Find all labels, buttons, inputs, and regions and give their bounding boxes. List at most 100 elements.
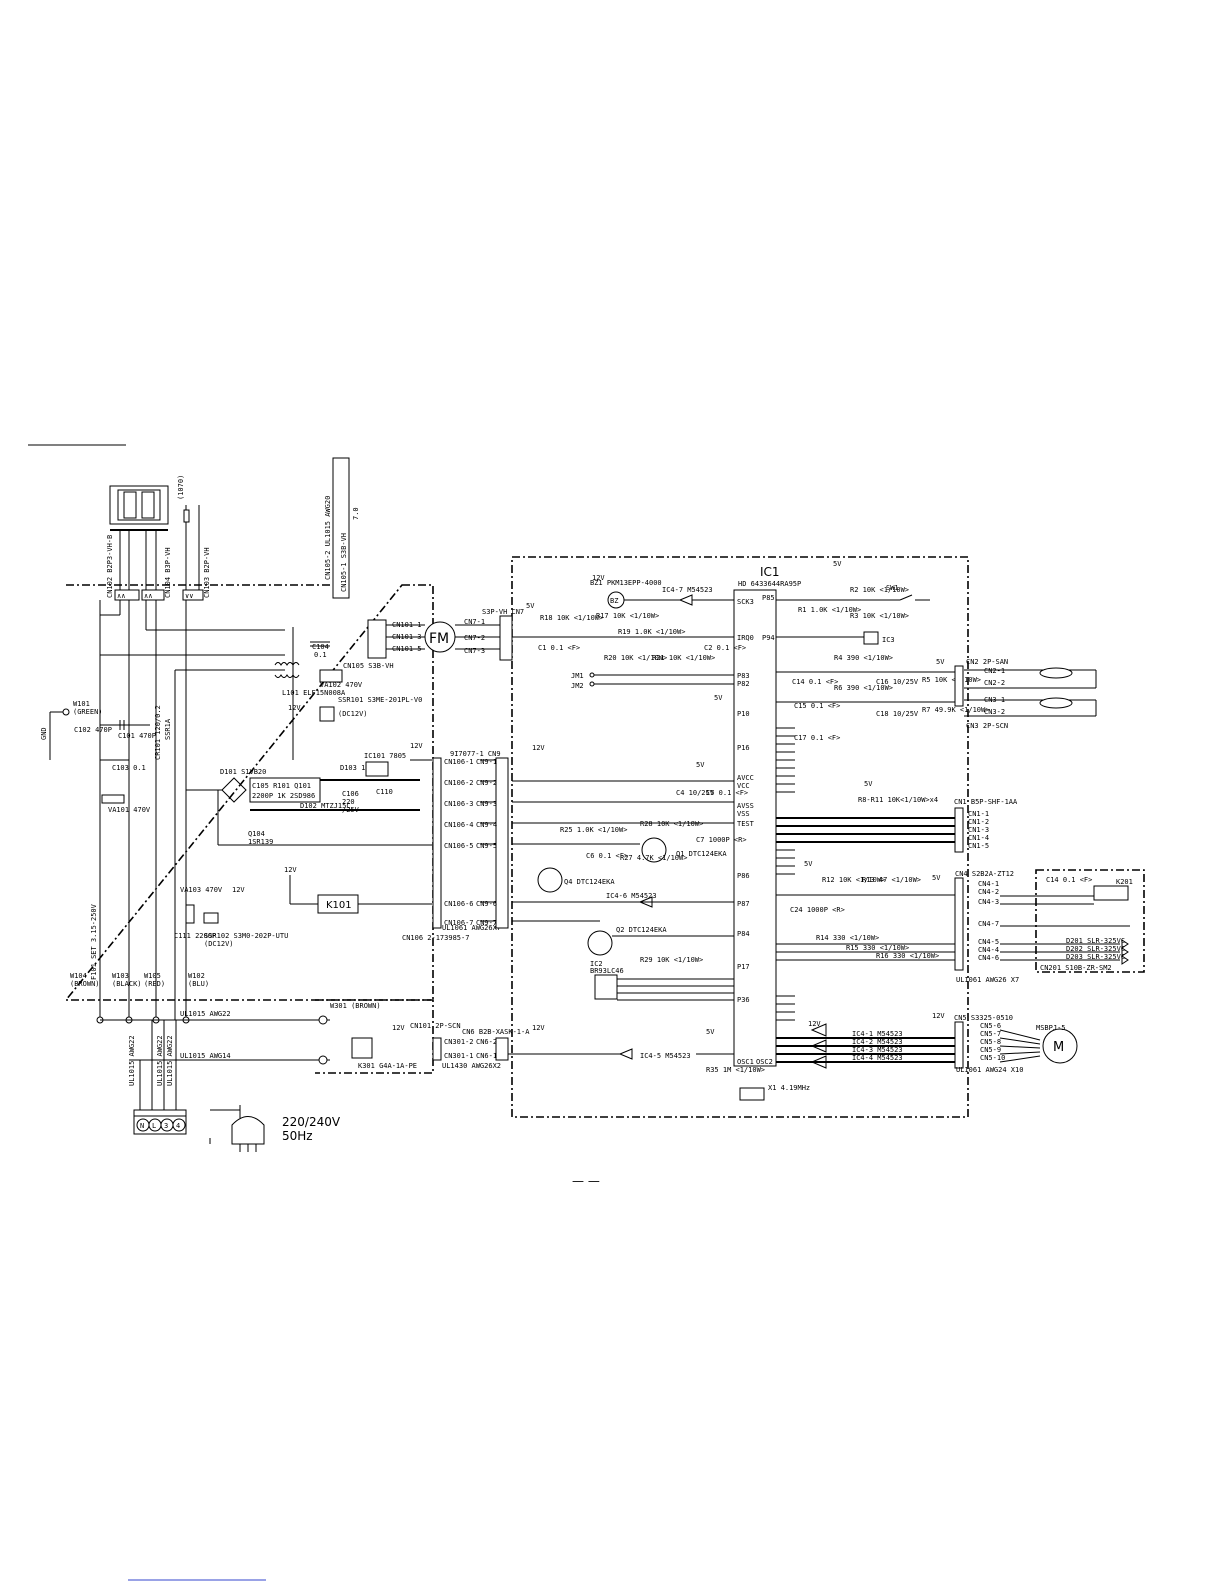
svg-text:9I7077-1 CN9: 9I7077-1 CN9 (450, 750, 501, 758)
svg-text:(DC12V): (DC12V) (338, 710, 368, 718)
svg-text:P86: P86 (737, 872, 750, 880)
svg-text:IC4-6 M54523: IC4-6 M54523 (606, 892, 657, 900)
svg-text:IC4-5 M54523: IC4-5 M54523 (640, 1052, 691, 1060)
svg-text:5V: 5V (714, 694, 723, 702)
svg-text:R4 390 <1/10W>: R4 390 <1/10W> (834, 654, 893, 662)
svg-text:L: L (152, 1122, 156, 1130)
svg-text:R7 49.9K <1/10W>: R7 49.9K <1/10W> (922, 706, 989, 714)
svg-text:CN4-6: CN4-6 (978, 954, 999, 962)
page-number: — — (572, 1174, 600, 1188)
svg-text:CN5-8: CN5-8 (980, 1038, 1001, 1046)
svg-text:P94: P94 (762, 634, 775, 642)
svg-text:4: 4 (176, 1122, 180, 1130)
svg-text:IC3: IC3 (882, 636, 895, 644)
svg-text:F101 SET 3.15-250V: F101 SET 3.15-250V (90, 903, 98, 980)
svg-text:CN105-2 UL1015 AWG20: CN105-2 UL1015 AWG20 (324, 496, 332, 580)
svg-text:IC4-4 M54523: IC4-4 M54523 (852, 1054, 903, 1062)
svg-text:C110: C110 (376, 788, 393, 796)
svg-text:12V: 12V (932, 1012, 945, 1020)
svg-text:12V: 12V (532, 744, 545, 752)
svg-text:IC4-2 M54523: IC4-2 M54523 (852, 1038, 903, 1046)
svg-text:M: M (1053, 1040, 1064, 1055)
svg-text:(BLU): (BLU) (188, 980, 209, 988)
svg-text:L101 ELF15N008A: L101 ELF15N008A (282, 689, 346, 697)
svg-text:R2 10K <1/10W>: R2 10K <1/10W> (850, 586, 909, 594)
svg-text:FM: FM (429, 631, 449, 647)
svg-text:3: 3 (164, 1122, 168, 1130)
ic1 (733, 589, 777, 1067)
svg-text:CN5-7: CN5-7 (980, 1030, 1001, 1038)
svg-text:CN1-5: CN1-5 (968, 842, 989, 850)
svg-text:R5 10K <1/10W>: R5 10K <1/10W> (922, 676, 981, 684)
svg-text:5V: 5V (706, 1028, 715, 1036)
svg-text:CN9-1: CN9-1 (476, 758, 497, 766)
svg-text:12V: 12V (532, 1024, 545, 1032)
svg-text:IC2: IC2 (590, 960, 603, 968)
svg-text:R35 1M <1/10W>: R35 1M <1/10W> (706, 1066, 765, 1074)
svg-text:OSC1: OSC1 (737, 1058, 754, 1066)
control-board: IC1 HD 6433644RA95P SCK3 P85 IRQ0 P94 P8… (482, 556, 1097, 1118)
svg-text:C2 0.1 <F>: C2 0.1 <F> (704, 644, 746, 652)
ic1-pin-labels: SCK3 P85 IRQ0 P94 P83 P82 P10 P16 AVCC V… (737, 594, 775, 1066)
svg-text:C6 0.1 <F>: C6 0.1 <F> (586, 852, 628, 860)
svg-text:CN201 S10B-ZR-SM2: CN201 S10B-ZR-SM2 (1040, 964, 1112, 972)
svg-text:CN7-1: CN7-1 (464, 618, 485, 626)
svg-text:R12 10K <1/10W>: R12 10K <1/10W> (822, 876, 885, 884)
svg-text:CN106-3: CN106-3 (444, 800, 474, 808)
eeprom-ic2 (594, 974, 618, 1000)
svg-text:UL1061 AWG26 X7: UL1061 AWG26 X7 (956, 976, 1019, 984)
svg-text:UL1061 AWG26X7: UL1061 AWG26X7 (442, 924, 501, 932)
svg-text:12V: 12V (232, 886, 245, 894)
svg-text:CN106-2: CN106-2 (444, 779, 474, 787)
terminal-block: UL1015 AWG22 UL1015 AWG22 UL1015 AWG22 N… (128, 1020, 341, 1152)
svg-text:5V: 5V (526, 602, 535, 610)
svg-text:P83: P83 (737, 672, 750, 680)
svg-text:7.0: 7.0 (352, 507, 360, 520)
svg-text:CN1-4: CN1-4 (968, 834, 989, 842)
svg-text:P82: P82 (737, 680, 750, 688)
svg-text:CN4-5: CN4-5 (978, 938, 999, 946)
svg-text:VSS: VSS (737, 810, 750, 818)
svg-text:(DC12V): (DC12V) (204, 940, 234, 948)
k301-section: UL1015 AWG22 UL1015 AWG14 W301 (BROWN) K… (100, 1002, 545, 1070)
svg-text:Q104: Q104 (248, 830, 265, 838)
svg-text:CN105 S3B-VH: CN105 S3B-VH (343, 662, 394, 670)
svg-text:IC101 7805: IC101 7805 (364, 752, 406, 760)
svg-text:CN4-1: CN4-1 (978, 880, 999, 888)
svg-text:D203 SLR-325VC: D203 SLR-325VC (1066, 953, 1125, 961)
svg-text:S3P-VH CN7: S3P-VH CN7 (482, 608, 524, 616)
svg-text:VA102 470V: VA102 470V (320, 681, 363, 689)
svg-text:(RED): (RED) (144, 980, 165, 988)
svg-text:CR101 120/0.2: CR101 120/0.2 (154, 705, 162, 760)
svg-text:D201 SLR-325VC: D201 SLR-325VC (1066, 937, 1125, 945)
svg-text:5V: 5V (932, 874, 941, 882)
svg-text:5V: 5V (696, 761, 705, 769)
svg-text:5V: 5V (804, 860, 813, 868)
svg-text:IC1: IC1 (760, 565, 780, 579)
svg-text:5V: 5V (936, 658, 945, 666)
svg-text:C16 10/25V: C16 10/25V (876, 678, 919, 686)
cn102-label: CN102 B2P3-VH-B (106, 535, 114, 598)
display-pcb: K201 C14 0.1 <F> D201 SLR-325VC D202 SLR… (1000, 869, 1145, 973)
svg-text:(BROWN): (BROWN) (70, 980, 100, 988)
svg-text:CN5 S3325-0510: CN5 S3325-0510 (954, 1014, 1013, 1022)
svg-text:TEST: TEST (737, 820, 755, 828)
svg-text:R14 330 <1/10W>: R14 330 <1/10W> (816, 934, 879, 942)
svg-text:CN301-2: CN301-2 (444, 1038, 474, 1046)
svg-text:CN9-4: CN9-4 (476, 821, 497, 829)
svg-text:C1 0.1 <F>: C1 0.1 <F> (538, 644, 580, 652)
svg-text:C14 0.1 <F>: C14 0.1 <F> (792, 678, 838, 686)
svg-text:C106: C106 (342, 790, 359, 798)
svg-text:CN4-7: CN4-7 (978, 920, 999, 928)
thermistor-1 (1039, 667, 1073, 679)
power-board: (1070) ∧∧ ∧∧ ∨∨ CN102 B2P3-VH-B CN104 B3… (40, 457, 501, 1074)
svg-text:D101 S1VB20: D101 S1VB20 (220, 768, 266, 776)
svg-text:∧∧: ∧∧ (117, 592, 125, 600)
svg-text:W101: W101 (73, 700, 90, 708)
svg-text:BR93LC46: BR93LC46 (590, 967, 624, 975)
svg-text:P16: P16 (737, 744, 750, 752)
svg-text:12V: 12V (288, 704, 301, 712)
svg-text:0.1: 0.1 (314, 651, 327, 659)
svg-text:D202 SLR-325VC: D202 SLR-325VC (1066, 945, 1125, 953)
svg-text:Q1 DTC124EKA: Q1 DTC124EKA (676, 850, 727, 858)
